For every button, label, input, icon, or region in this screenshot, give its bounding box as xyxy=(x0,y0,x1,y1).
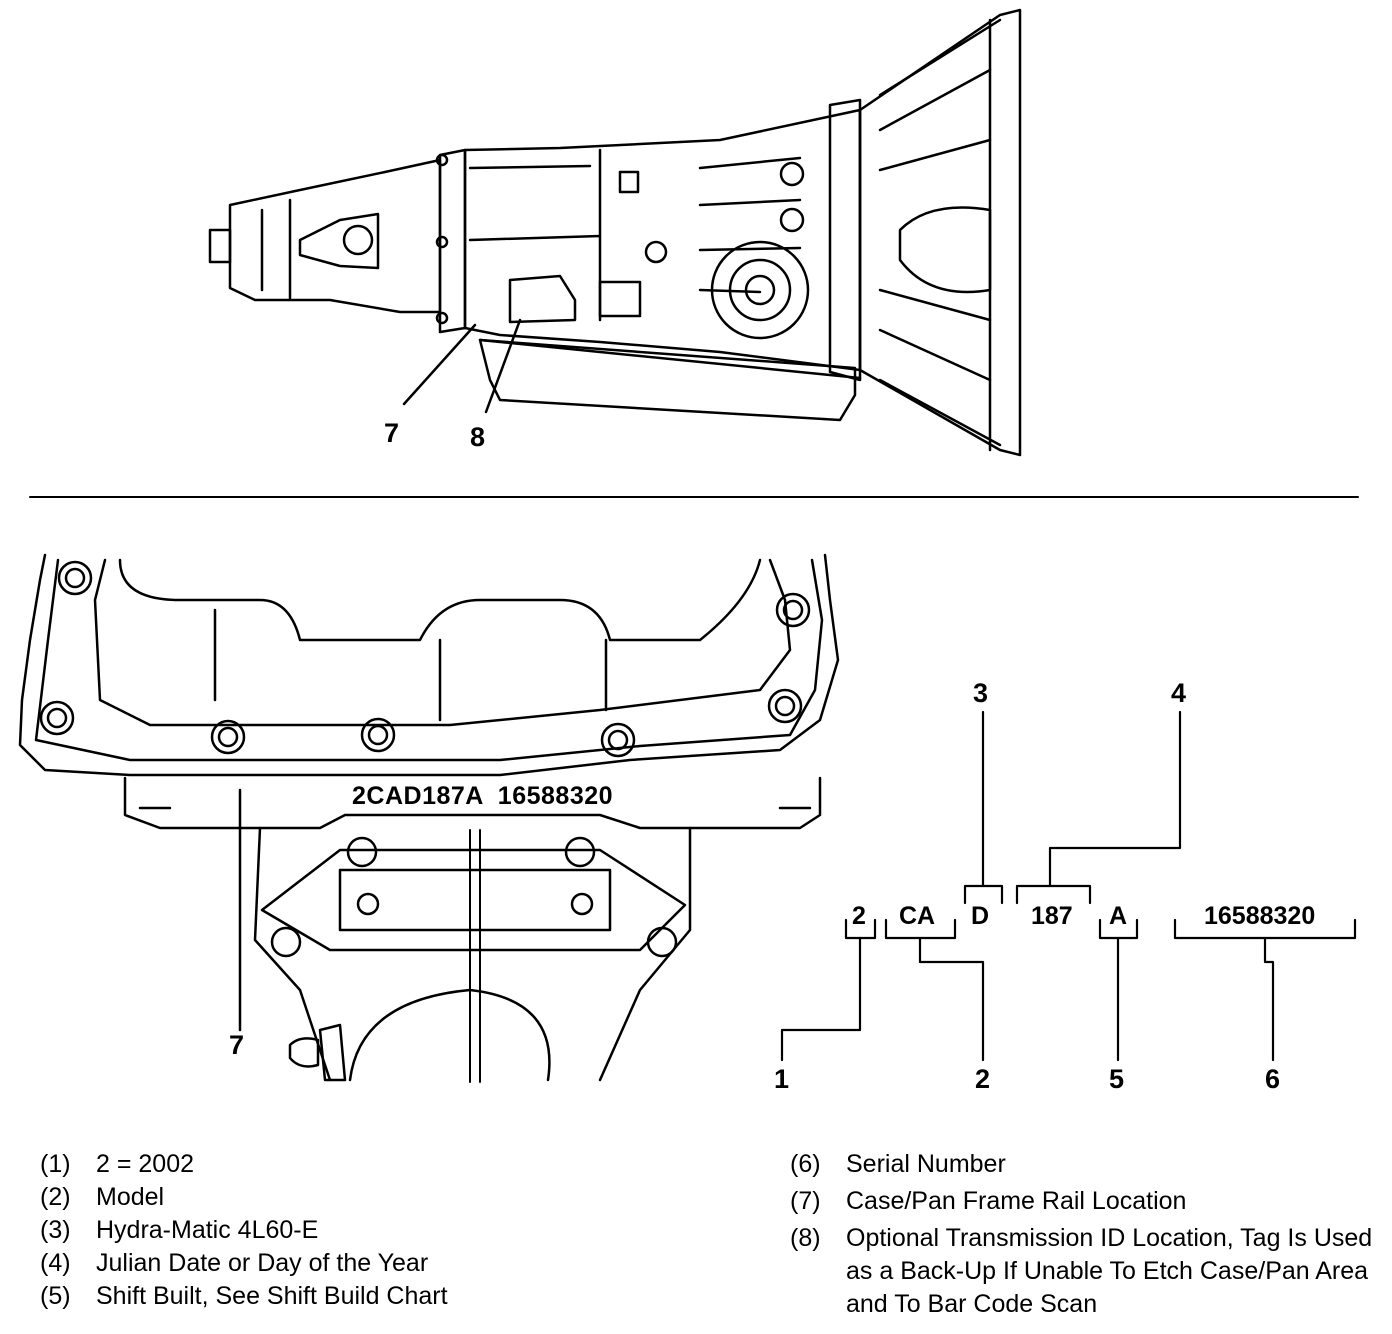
legend-item: (2)Model xyxy=(40,1183,165,1211)
frame-rail xyxy=(123,776,822,830)
legend-item: (8)Optional Transmission ID Location, Ta… xyxy=(790,1224,1373,1318)
callout-8-top: 8 xyxy=(470,422,486,452)
leader-model xyxy=(918,936,985,1062)
legend-item: (3)Hydra-Matic 4L60-E xyxy=(40,1216,319,1244)
pan-bolts xyxy=(39,560,811,758)
pan-bottom-view xyxy=(18,553,840,1083)
leader-julian xyxy=(1048,710,1182,888)
callout-7-bottom: 7 xyxy=(229,1030,245,1060)
callout-1: 1 xyxy=(774,1064,790,1094)
tail-housing xyxy=(228,158,442,314)
pan-stamp-code: 2CAD187A 16588320 xyxy=(352,782,614,810)
callout-2: 2 xyxy=(975,1064,991,1094)
oil-pan xyxy=(478,338,857,422)
legend-item: (7)Case/Pan Frame Rail Location xyxy=(790,1187,1187,1215)
main-case xyxy=(463,108,862,372)
legend-item: (6)Serial Number xyxy=(790,1150,1006,1178)
pan-outline xyxy=(18,553,840,777)
callout-3: 3 xyxy=(973,678,989,708)
code-breakdown-lines xyxy=(780,710,1357,1062)
connector xyxy=(508,274,577,324)
sensor-connector xyxy=(288,1023,347,1082)
legend-item: (5)Shift Built, See Shift Build Chart xyxy=(40,1282,448,1310)
tail-extension xyxy=(253,826,692,1082)
output-shaft xyxy=(208,228,232,264)
code-julian: 187 xyxy=(1031,902,1073,930)
callout-6: 6 xyxy=(1265,1064,1281,1094)
leader-8-top xyxy=(484,318,522,414)
legend-left: (1)2 = 2002 (2)Model (3)Hydra-Matic 4L60… xyxy=(40,1148,600,1313)
case-flange xyxy=(438,148,467,334)
code-model: CA xyxy=(899,902,936,930)
bracket-type xyxy=(963,884,1004,905)
legend-right: (6)Serial Number (7)Case/Pan Frame Rail … xyxy=(790,1148,1380,1321)
callout-4: 4 xyxy=(1171,678,1187,708)
code-year: 2 xyxy=(852,902,866,930)
leader-year xyxy=(780,936,862,1062)
code-type: D xyxy=(971,902,990,930)
leader-7-top xyxy=(402,323,477,406)
code-shift: A xyxy=(1109,902,1128,930)
bell-housing xyxy=(858,8,1022,457)
callout-7-top: 7 xyxy=(384,418,400,448)
leader-serial xyxy=(1263,936,1275,1062)
transmission-side-view xyxy=(208,8,1022,457)
callout-5: 5 xyxy=(1109,1064,1125,1094)
legend-item: (4)Julian Date or Day of the Year xyxy=(40,1249,429,1277)
code-serial: 16588320 xyxy=(1204,902,1316,930)
pan-inner xyxy=(93,558,792,727)
bracket-julian xyxy=(1015,884,1092,905)
legend-item: (1)2 = 2002 xyxy=(40,1150,195,1178)
sensor-boss xyxy=(710,240,810,340)
